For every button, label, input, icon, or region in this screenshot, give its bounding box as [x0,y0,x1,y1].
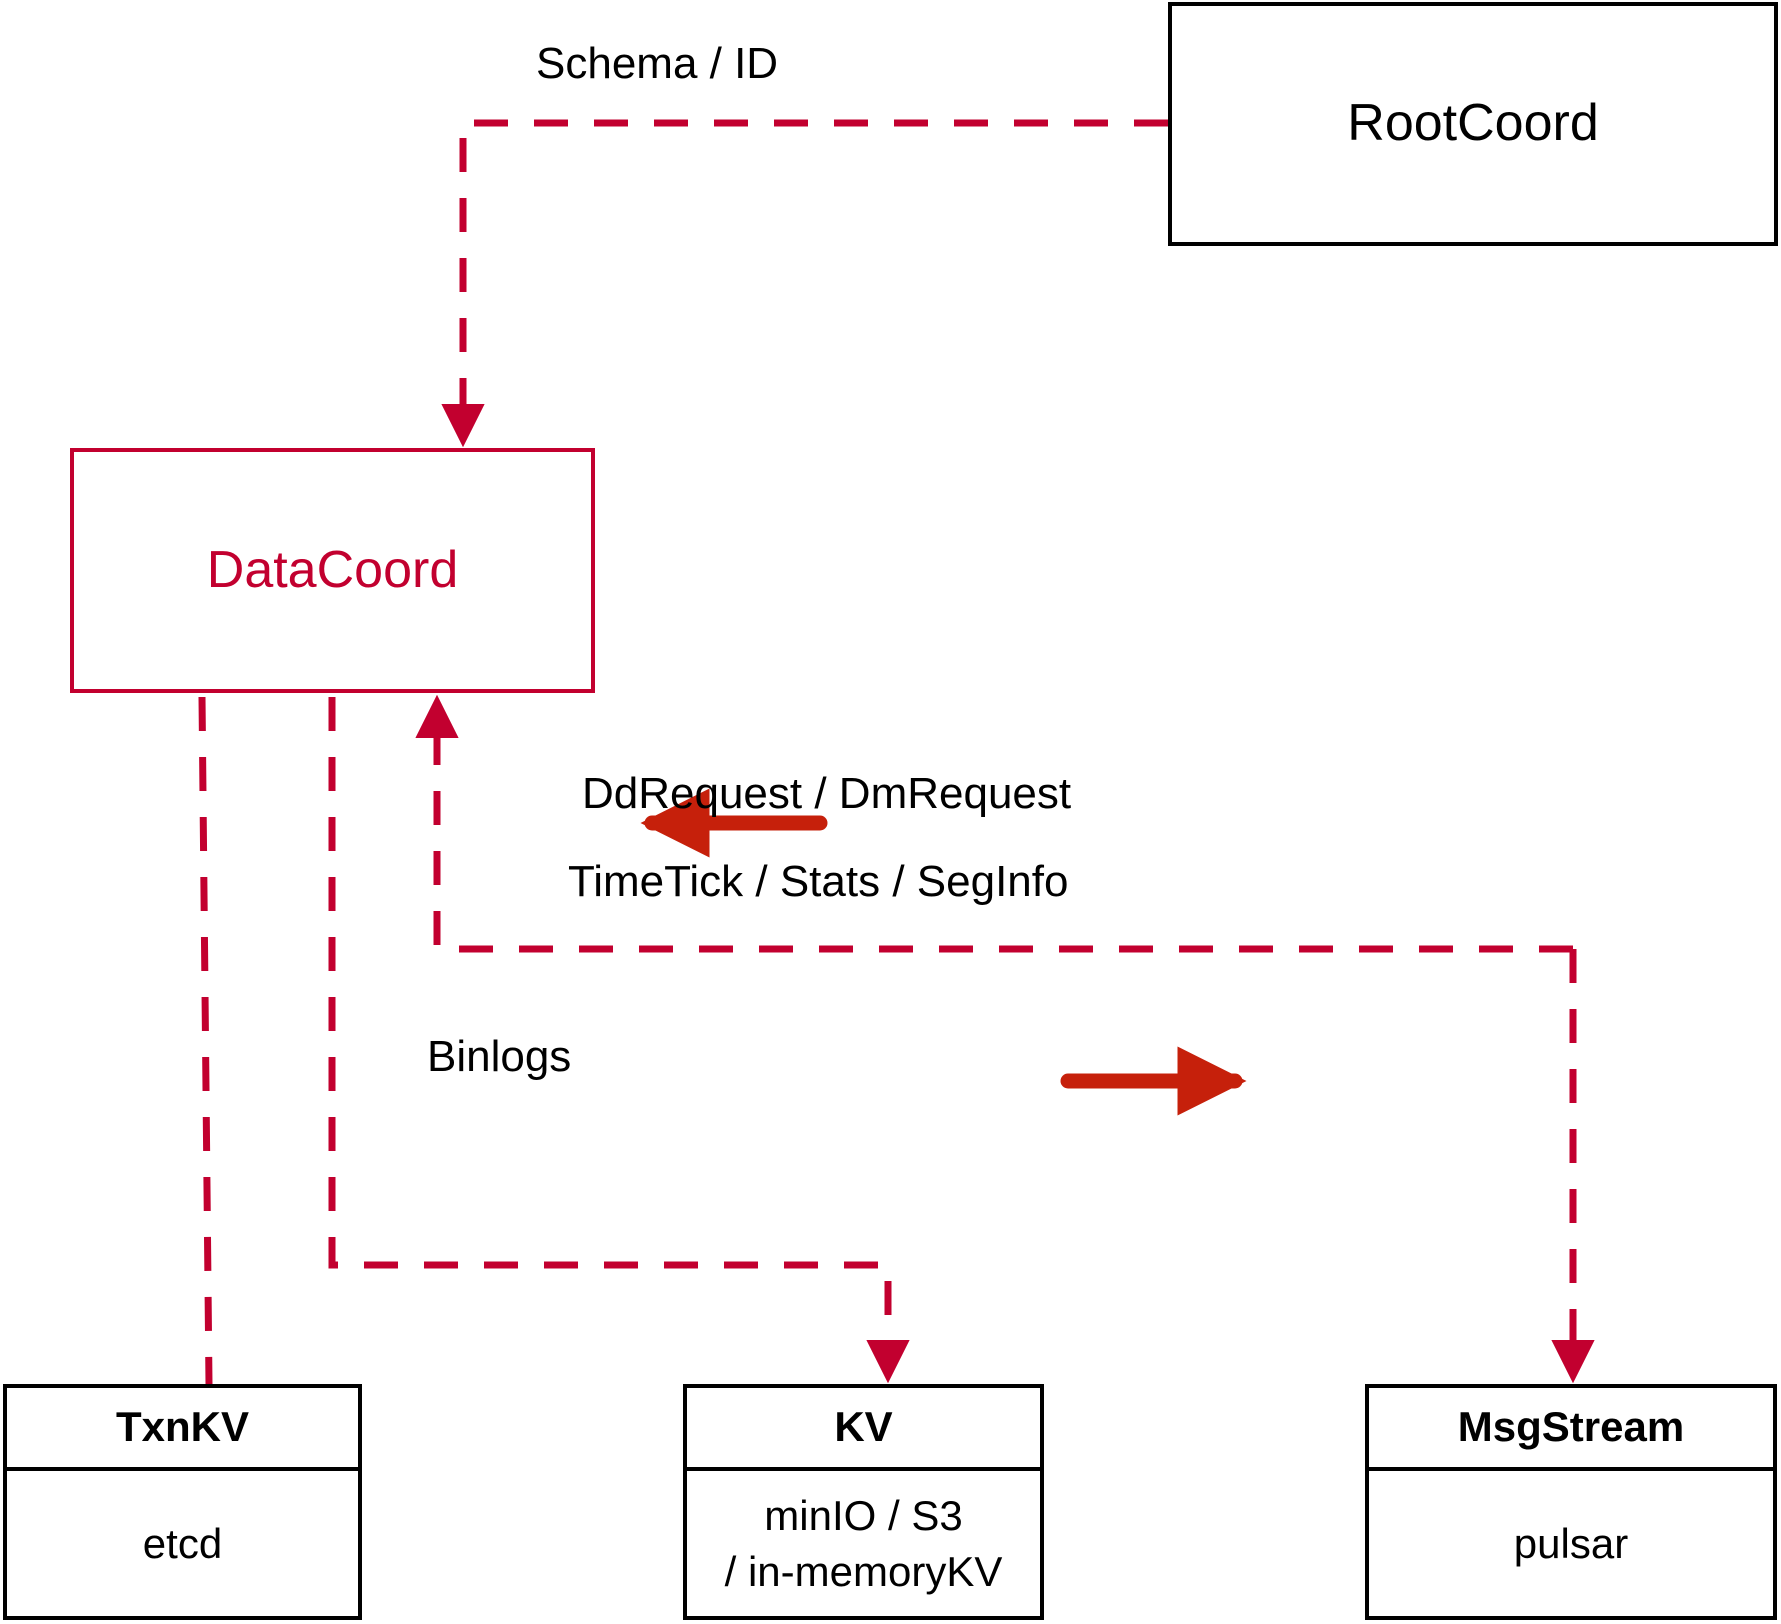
edge-datacoord-to-txnkv [198,696,213,1385]
node-kv[interactable]: KV minIO / S3 / in-memoryKV [683,1384,1044,1620]
edge-rootcoord-to-datacoord [441,119,1168,448]
node-txnkv[interactable]: TxnKV etcd [3,1384,362,1620]
node-kv-divider [687,1467,1040,1471]
node-kv-sublabel: minIO / S3 / in-memoryKV [724,1492,1003,1595]
node-txnkv-divider [7,1467,358,1471]
node-msgstream-label: MsgStream [1457,1403,1685,1451]
node-msgstream[interactable]: MsgStream pulsar [1365,1384,1777,1620]
node-kv-label: KV [834,1403,893,1451]
edge-datacoord-to-kv [328,697,910,1384]
edge-label-schema-id: Schema / ID [536,39,779,88]
edge-label-timetick-stats-seginfo: TimeTick / Stats / SegInfo [568,857,1069,906]
edge-msgstream-to-datacoord [415,694,1573,953]
edge-label-dd-dm-request: DdRequest / DmRequest [582,769,1072,818]
node-rootcoord-label: RootCoord [1347,94,1599,153]
node-msgstream-sublabel: pulsar [1513,1519,1629,1567]
node-datacoord[interactable]: DataCoord [70,448,595,693]
node-rootcoord[interactable]: RootCoord [1168,2,1778,246]
edge-label-binlogs: Binlogs [427,1032,572,1081]
node-txnkv-label: TxnKV [115,1403,249,1451]
node-msgstream-divider [1369,1467,1773,1471]
node-datacoord-label: DataCoord [206,540,459,599]
node-txnkv-sublabel: etcd [142,1519,223,1567]
